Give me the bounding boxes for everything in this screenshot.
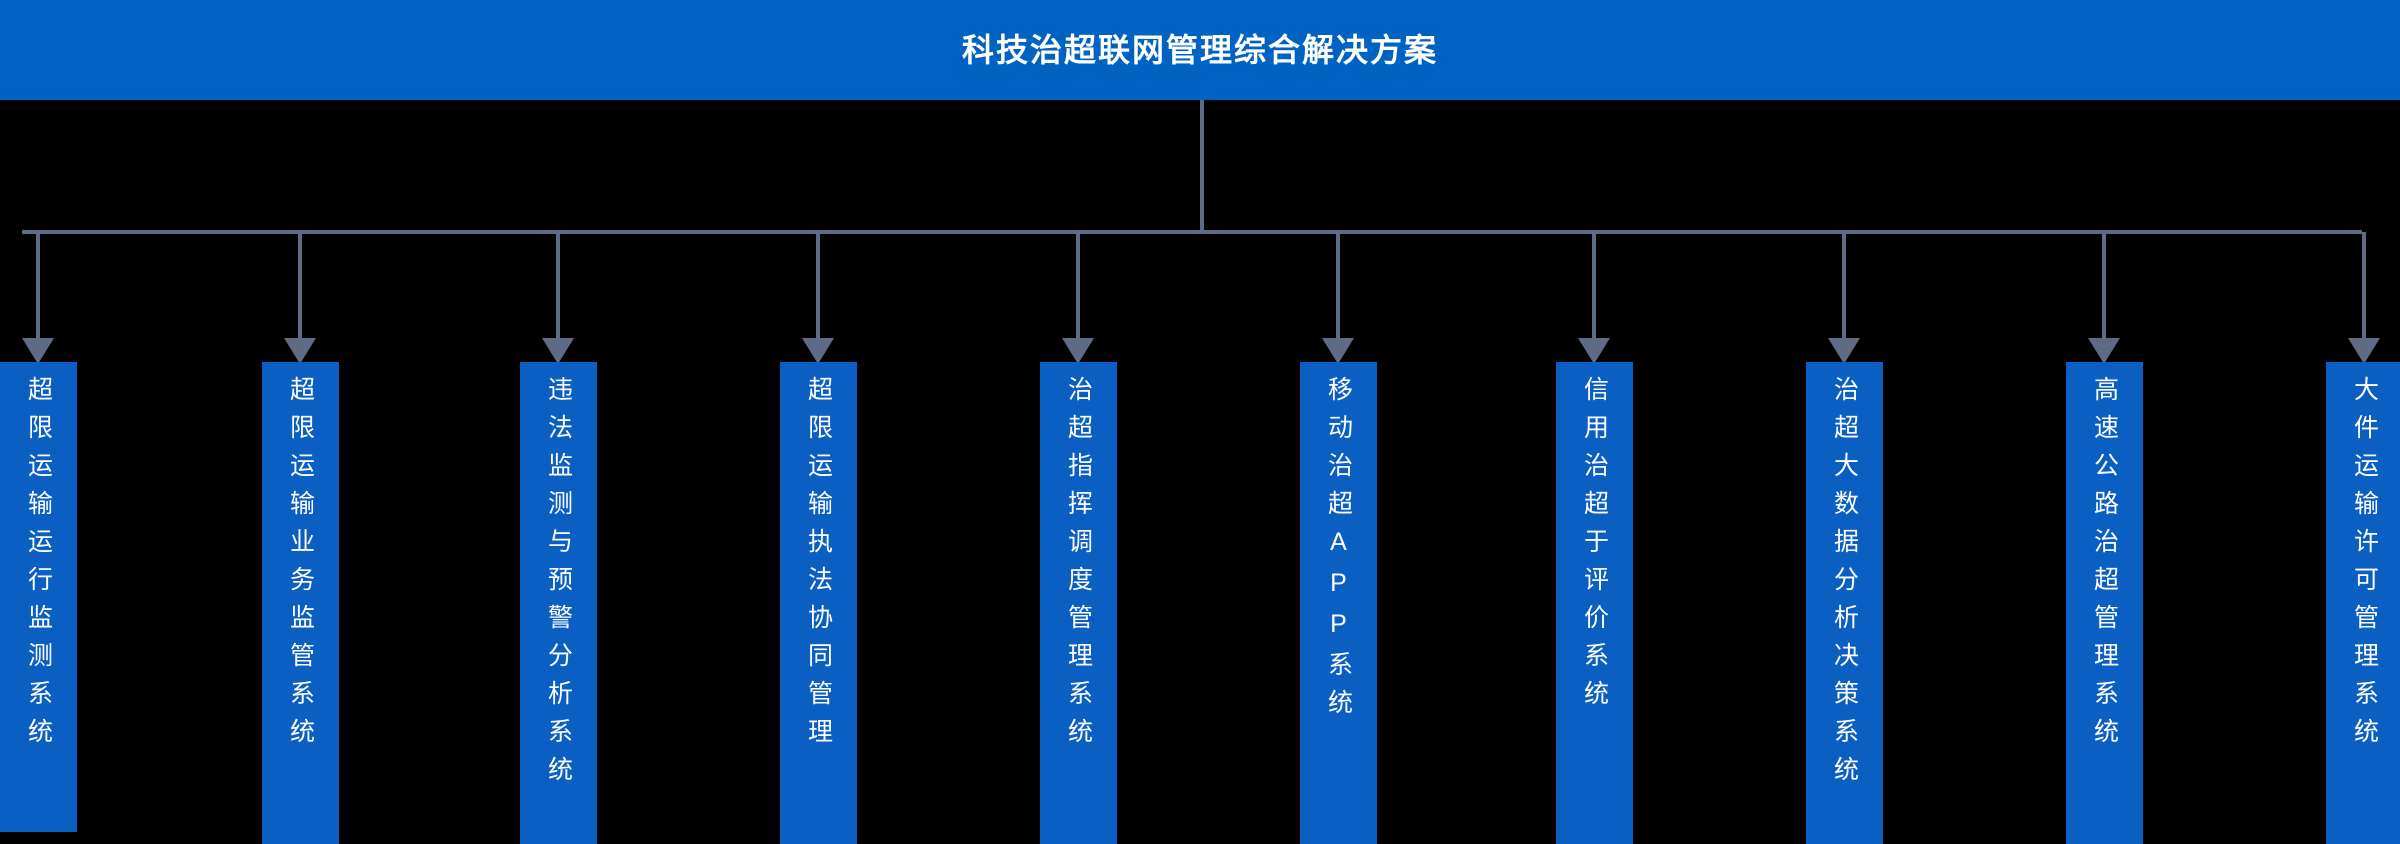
horizontal-bus-connector-line (22, 230, 2362, 234)
node-box-3[interactable]: 违法监测与预警分析系统 (520, 362, 597, 844)
drop-connector-line (1842, 232, 1846, 340)
arrow-head-icon (1578, 338, 1610, 364)
arrow-head-icon (22, 338, 54, 364)
drop-connector-line (298, 232, 302, 340)
arrow-head-icon (802, 338, 834, 364)
node-box-8[interactable]: 治超大数据分析决策系统 (1806, 362, 1883, 844)
drop-connector-line (1076, 232, 1080, 340)
node-label: 超限运输执法协同管理 (804, 376, 833, 756)
arrow-head-icon (284, 338, 316, 364)
node-box-5[interactable]: 治超指挥调度管理系统 (1040, 362, 1117, 844)
node-label: 高速公路治超管理系统 (2090, 376, 2119, 756)
node-box-2[interactable]: 超限运输业务监管系统 (262, 362, 339, 844)
node-label: 治超指挥调度管理系统 (1064, 376, 1093, 756)
arrow-head-icon (1062, 338, 1094, 364)
node-box-9[interactable]: 高速公路治超管理系统 (2066, 362, 2143, 844)
drop-connector-line (36, 232, 40, 340)
node-label: 超限运输业务监管系统 (286, 376, 315, 756)
arrow-head-icon (2348, 338, 2380, 364)
page-title: 科技治超联网管理综合解决方案 (961, 32, 1438, 68)
drop-connector-line (2102, 232, 2106, 340)
node-label: 大件运输许可管理系统 (2350, 376, 2379, 756)
node-label: 移动治超APP系统 (1324, 376, 1353, 727)
node-box-6[interactable]: 移动治超APP系统 (1300, 362, 1377, 844)
node-box-1[interactable]: 超限运输运行监测系统 (0, 362, 77, 832)
drop-connector-line (2362, 232, 2366, 340)
node-box-7[interactable]: 信用治超于评价系统 (1556, 362, 1633, 844)
drop-connector-line (556, 232, 560, 340)
node-label: 治超大数据分析决策系统 (1830, 376, 1859, 794)
node-box-4[interactable]: 超限运输执法协同管理 (780, 362, 857, 844)
node-label: 违法监测与预警分析系统 (544, 376, 573, 794)
drop-connector-line (1336, 232, 1340, 340)
node-box-10[interactable]: 大件运输许可管理系统 (2326, 362, 2400, 844)
node-label: 信用治超于评价系统 (1580, 376, 1609, 718)
drop-connector-line (816, 232, 820, 340)
arrow-head-icon (1828, 338, 1860, 364)
page-header: 科技治超联网管理综合解决方案 (0, 0, 2400, 100)
node-label: 超限运输运行监测系统 (24, 376, 53, 756)
trunk-connector-line (1200, 100, 1204, 232)
arrow-head-icon (2088, 338, 2120, 364)
drop-connector-line (1592, 232, 1596, 340)
arrow-head-icon (1322, 338, 1354, 364)
arrow-head-icon (542, 338, 574, 364)
